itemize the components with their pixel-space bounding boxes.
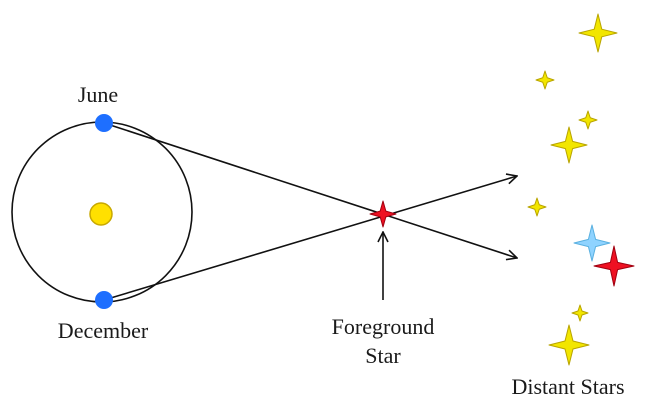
earth-december-icon <box>95 291 113 309</box>
sun-icon <box>89 202 113 226</box>
distant-star-icon <box>578 13 618 53</box>
distant-star-icon <box>535 70 555 90</box>
sightline-june <box>103 122 517 258</box>
sightline-december <box>103 176 517 301</box>
foreground-star-label-line2: Star <box>365 343 401 368</box>
distant-star-icon <box>578 110 598 130</box>
distant-stars-group <box>527 13 635 366</box>
distant-star-blue-icon <box>573 224 611 262</box>
distant-star-icon <box>548 324 590 366</box>
december-label: December <box>57 318 149 343</box>
distant-star-icon <box>550 126 588 164</box>
earth-june-icon <box>95 114 113 132</box>
distant-star-icon <box>571 304 589 322</box>
distant-star-red-icon <box>593 245 635 287</box>
june-label: June <box>77 82 119 107</box>
foreground-star-icon <box>369 200 397 228</box>
distant-stars-label: Distant Stars <box>511 374 625 399</box>
distant-star-icon <box>527 197 547 217</box>
foreground-star-label-line1: Foreground <box>331 314 435 339</box>
